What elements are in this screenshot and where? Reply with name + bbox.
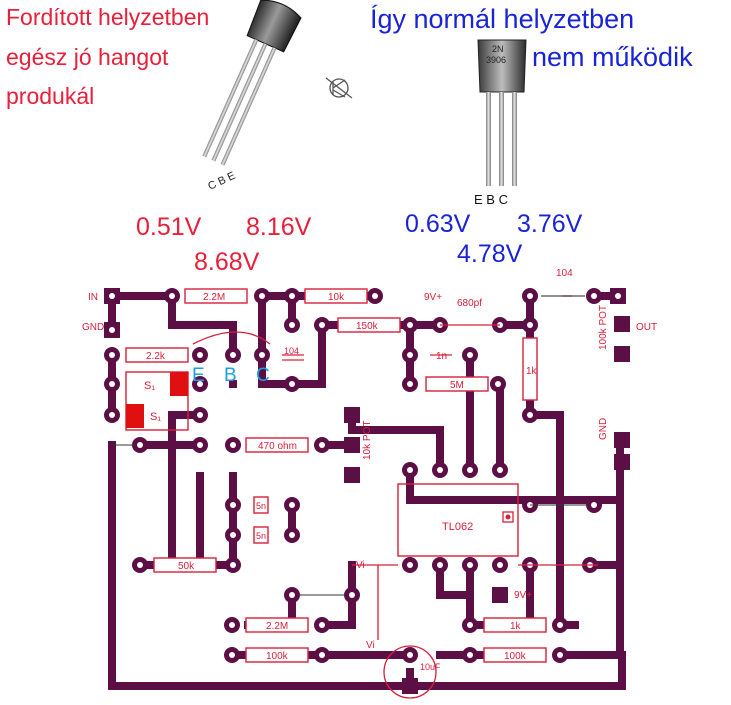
pcb-pin-b: B — [224, 365, 237, 386]
inverted-note-line-2: egész jó hangot — [6, 44, 169, 70]
voltage-normal-b: 4.78V — [457, 240, 523, 268]
r-1k-vertical-label: 1k — [526, 366, 538, 377]
r-2-2m-bottom-label: 2.2M — [266, 621, 288, 632]
r-50k-label: 50k — [178, 561, 195, 572]
c-10uf-label: 10uF — [420, 662, 441, 672]
silkscreen-outlines — [125, 288, 547, 663]
c-104-top-label: 104 — [556, 268, 573, 279]
c-5n-b-label: 5n — [256, 531, 266, 541]
pcb-label-9v-bottom: 9V+ — [514, 590, 532, 601]
silkscreen-labels: IN GND 9V+ OUT 100k POT GND 10k POT 9V+ … — [82, 268, 657, 672]
pcb-label-gnd-right: GND — [598, 418, 609, 440]
transistor-left-pin-labels: C B E — [206, 170, 237, 193]
switch-label-s1: S₁ — [144, 380, 155, 392]
r-100k-a-label: 100k — [266, 651, 289, 662]
r-1k-bottom-label: 1k — [510, 621, 522, 632]
transistor-right-pin-labels: E B C — [474, 192, 508, 207]
pcb-label-in: IN — [88, 292, 98, 303]
transistor-photo-inverted: C B E — [202, 0, 302, 193]
voltage-inverted-e: 0.51V — [136, 213, 202, 241]
silkscreen-lines — [112, 295, 598, 699]
normal-note-line-1: Így normál helyzetben — [370, 4, 635, 34]
inverted-note-line-1: Fordított helyzetben — [6, 4, 210, 30]
pcb-pads — [104, 288, 630, 694]
c-680pf-label: 680pf — [457, 298, 482, 309]
pcb-label-100k-pot: 100k POT — [598, 305, 609, 350]
voltage-inverted-c: 8.16V — [246, 213, 312, 241]
transistor-marking-line-1: 2N — [492, 44, 504, 54]
pcb-label-10k-pot: 10k POT — [362, 421, 373, 460]
pcb-transistor-pin-letters: E B C — [192, 365, 270, 386]
transistor-symbol-icon — [325, 77, 353, 99]
pad-holes — [109, 293, 621, 658]
voltage-normal-c: 3.76V — [517, 210, 583, 238]
silkscreen-switch-fills — [126, 372, 188, 428]
switch-label-s2: S₁ — [150, 411, 161, 423]
r-100k-b-label: 100k — [504, 651, 527, 662]
r-2-2m-top-label: 2.2M — [203, 292, 225, 303]
transistor-photo-normal: 2N 3906 E B C — [474, 39, 527, 207]
ic-label: TL062 — [442, 521, 473, 533]
pcb-label-vi-mid: Vi — [356, 560, 365, 571]
normal-note-line-2: nem működik — [532, 42, 693, 72]
pcb-label-out: OUT — [636, 322, 657, 333]
r-2-2k-label: 2.2k — [146, 351, 166, 362]
pcb-label-vi-bottom: Vi — [366, 640, 375, 651]
pcb-pin-e: E — [192, 365, 205, 386]
r-10k-label: 10k — [328, 292, 345, 303]
r-5m-label: 5M — [450, 380, 464, 391]
r-470-ohm-label: 470 ohm — [258, 441, 297, 452]
voltage-normal-e: 0.63V — [405, 210, 471, 238]
pcb-label-gnd-left: GND — [82, 322, 104, 333]
voltage-inverted-b: 8.68V — [194, 248, 260, 276]
c-5n-a-label: 5n — [256, 501, 266, 511]
pcb-pin-c: C — [256, 365, 270, 386]
c-104-mid-label: 104 — [284, 346, 299, 356]
inverted-note-line-3: produkál — [6, 83, 95, 109]
transistor-marking-line-2: 3906 — [486, 55, 506, 65]
pcb-label-9v-top: 9V+ — [424, 292, 442, 303]
r-150k-label: 150k — [356, 321, 379, 332]
c-1n-label: 1n — [436, 351, 447, 362]
